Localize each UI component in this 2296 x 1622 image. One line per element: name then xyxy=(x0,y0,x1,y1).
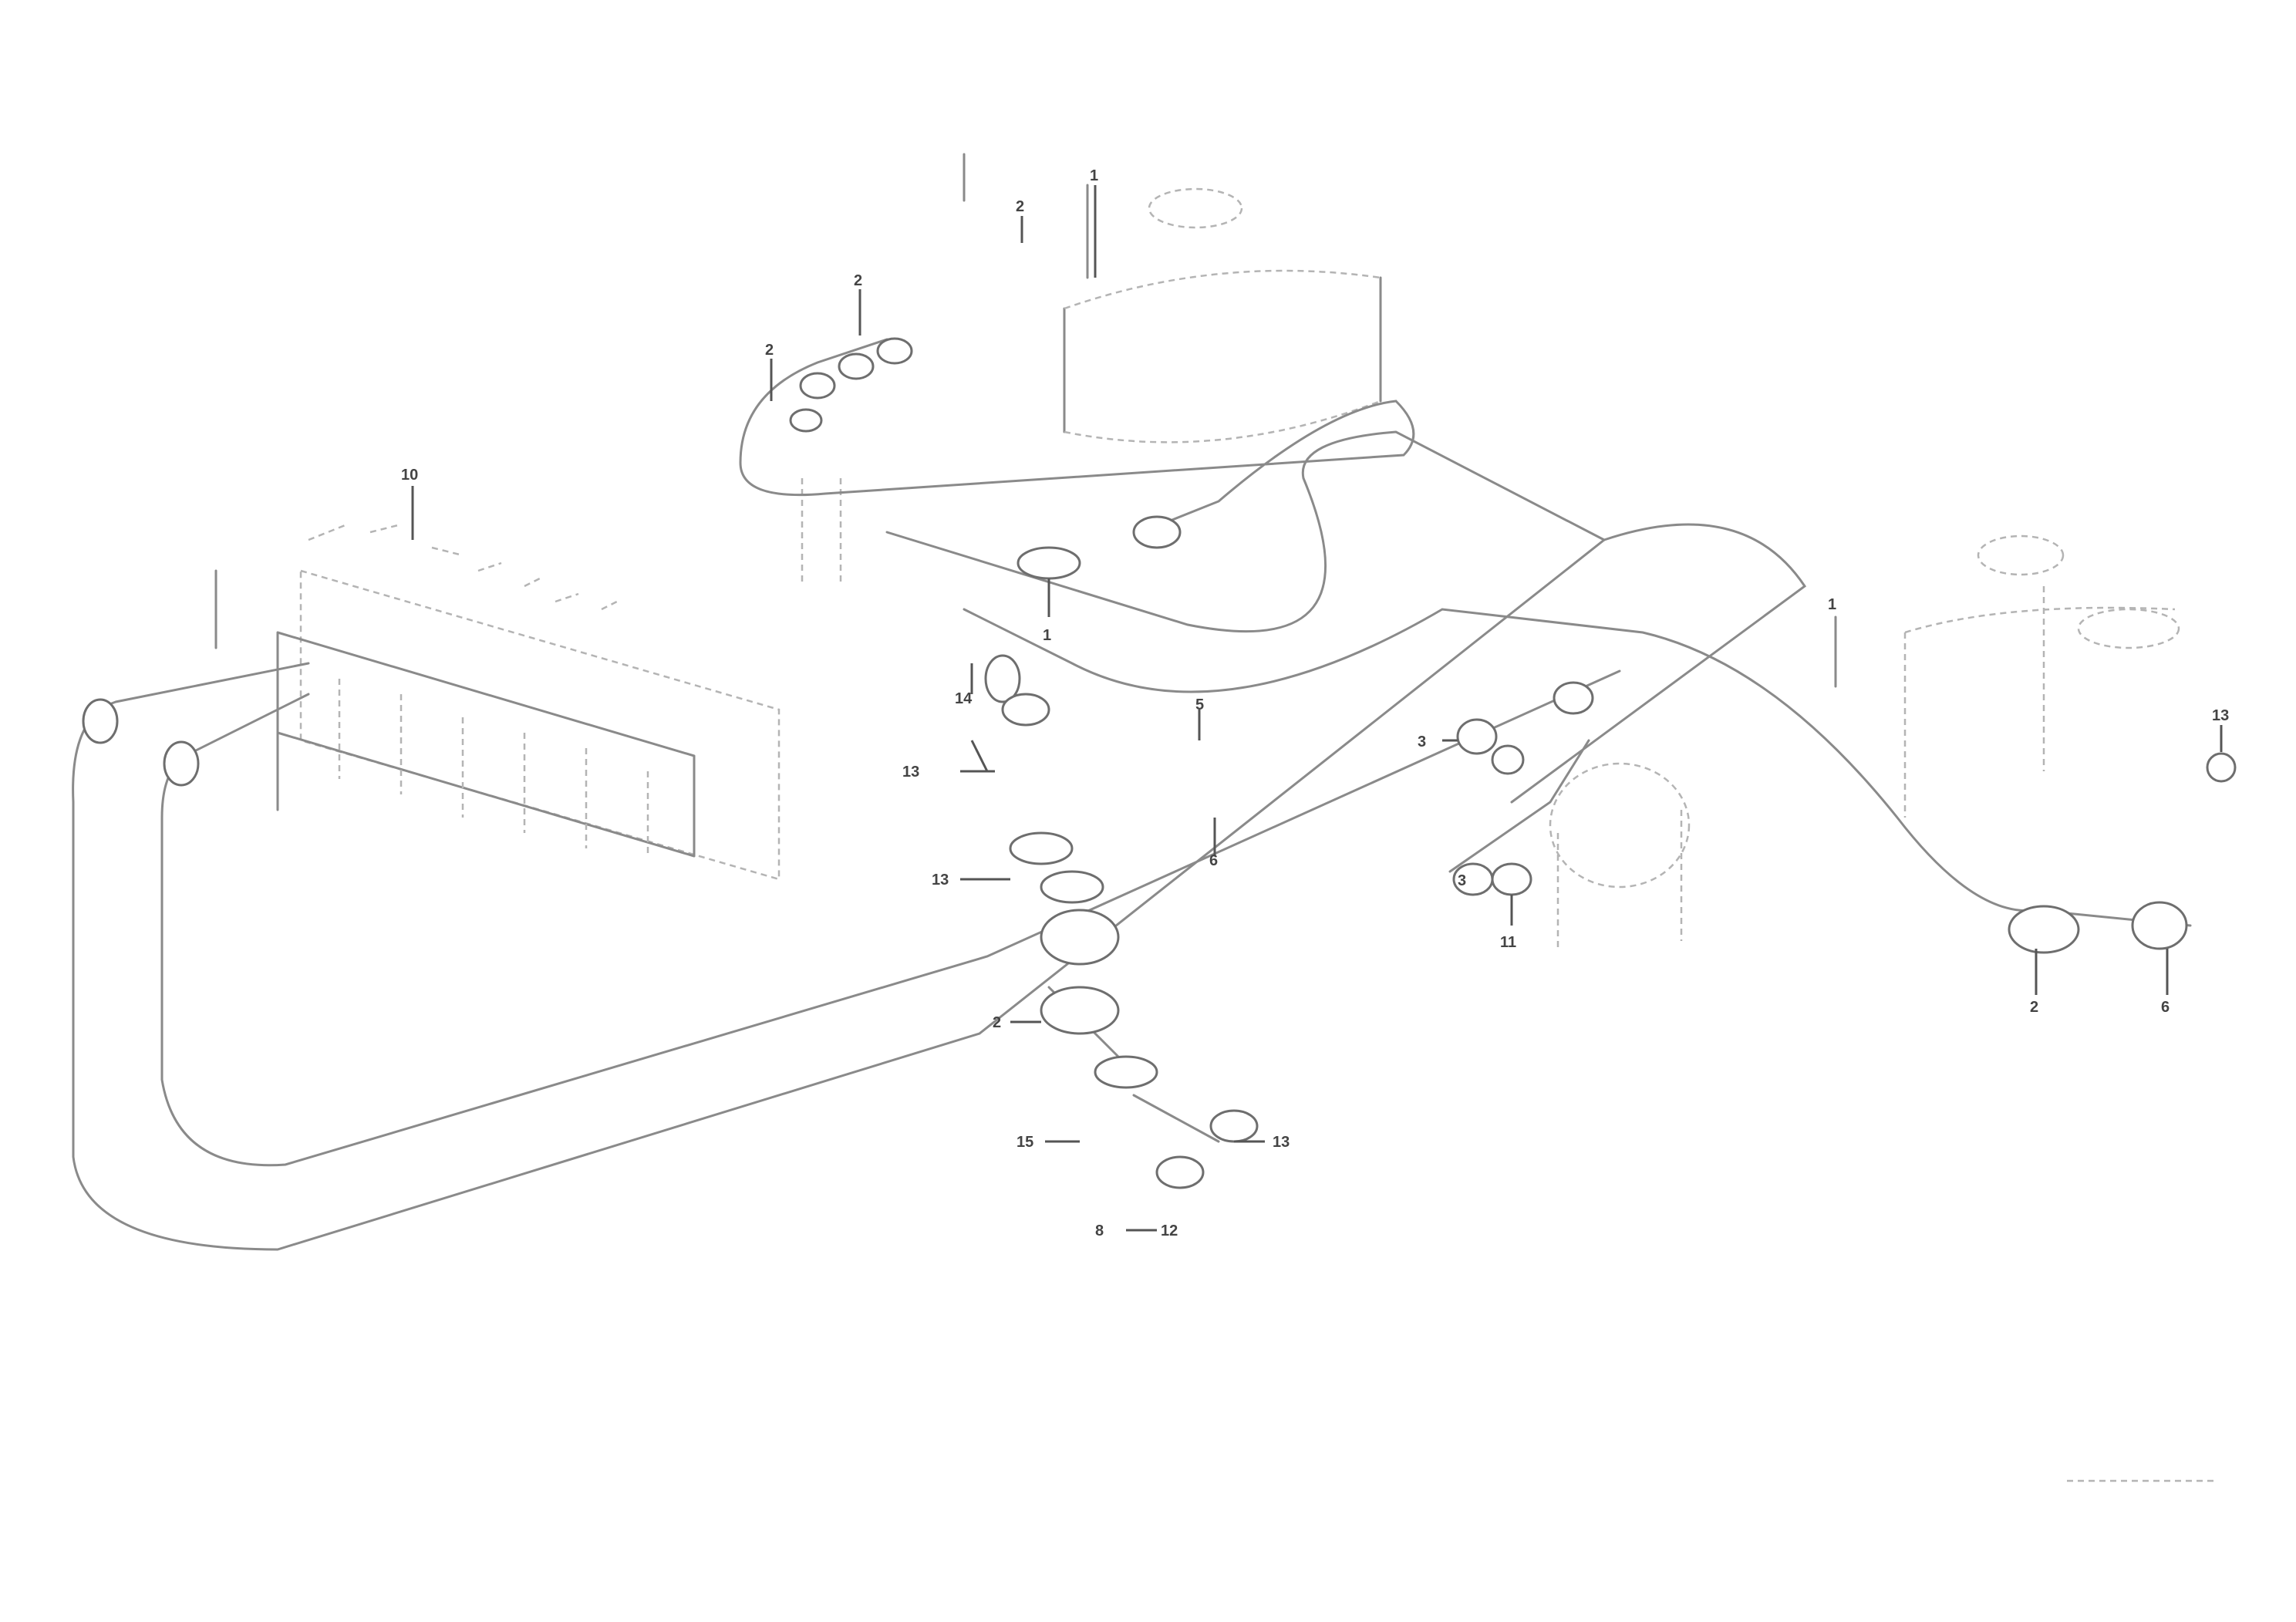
callout-label: 3 xyxy=(1418,733,1426,750)
callout-labels: 2 1 2 2 10 1 5 14 13 13 2 6 1 3 3 11 13 … xyxy=(401,167,2229,1239)
middle-right-filter xyxy=(1549,762,1691,949)
callout-label: 10 xyxy=(401,467,418,484)
callout-label: 1 xyxy=(1828,596,1836,613)
callout-label: 1 xyxy=(1043,627,1051,644)
callout-label: 6 xyxy=(2161,999,2170,1016)
callout-label: 6 xyxy=(1209,852,1218,869)
callout-label: 15 xyxy=(1017,1134,1033,1151)
right-motor xyxy=(1834,534,2180,818)
callout-label: 2 xyxy=(993,1014,1001,1031)
hydraulic-tank xyxy=(801,184,1382,586)
callout-label: 12 xyxy=(1161,1222,1178,1239)
callout-label: 2 xyxy=(854,272,862,289)
callout-label: 1 xyxy=(1090,167,1098,184)
callout-label: 14 xyxy=(955,690,973,707)
callout-label: 2 xyxy=(2030,999,2038,1016)
callout-label: 13 xyxy=(2212,707,2229,724)
callout-label: 13 xyxy=(1273,1134,1290,1151)
callout-label: 8 xyxy=(1095,1222,1104,1239)
callout-label: 2 xyxy=(765,342,774,359)
control-valve-block xyxy=(214,523,781,881)
fittings xyxy=(82,337,2237,1189)
callout-label: 13 xyxy=(902,764,919,781)
callout-label: 13 xyxy=(932,872,949,889)
callout-label: 2 xyxy=(1016,198,1024,215)
callout-label: 3 xyxy=(1458,872,1466,889)
callout-label: 5 xyxy=(1195,696,1204,713)
leader-lines xyxy=(411,185,2223,1232)
callout-label: 11 xyxy=(1500,934,1516,951)
